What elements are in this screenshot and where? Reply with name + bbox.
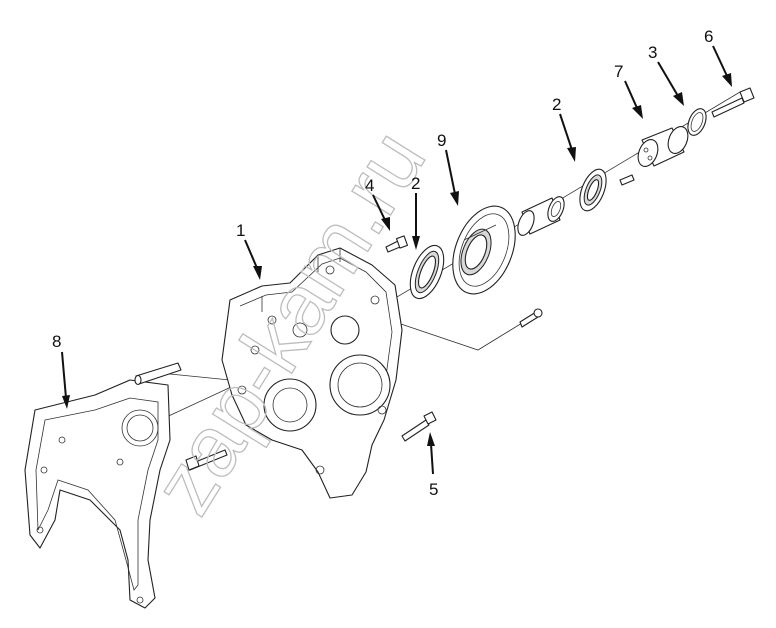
flange-part-9 (452, 205, 516, 295)
callout-5: 5 (429, 480, 438, 499)
callout-8: 8 (52, 332, 61, 351)
bolt-right (519, 308, 543, 328)
callout-2-right: 2 (552, 95, 561, 114)
callout-7: 7 (614, 62, 623, 81)
seal-part-2-right (579, 168, 607, 212)
callout-1: 1 (236, 221, 245, 240)
callout-2-left: 2 (411, 174, 420, 193)
seal-part-2-left (409, 244, 445, 300)
callout-numbers: 1 2 2 3 4 5 6 7 8 9 (52, 27, 713, 499)
bushing (517, 196, 565, 236)
callout-3: 3 (648, 43, 657, 62)
gear-housing-part-1 (221, 247, 403, 499)
callout-arrows (61, 45, 732, 475)
o-ring-part-3 (687, 108, 707, 136)
callout-4: 4 (365, 176, 374, 195)
cap-part-7 (637, 126, 689, 167)
gasket-part-8 (24, 379, 171, 609)
bolt-lower-left (185, 449, 228, 471)
bolt-part-5 (401, 411, 437, 442)
bolt-part-6 (711, 87, 755, 118)
callout-9: 9 (437, 131, 446, 150)
callout-6: 6 (704, 27, 713, 46)
dowel-pin (134, 362, 182, 386)
bolt-part-4 (385, 235, 409, 253)
bolt-near-part-7 (619, 174, 635, 186)
